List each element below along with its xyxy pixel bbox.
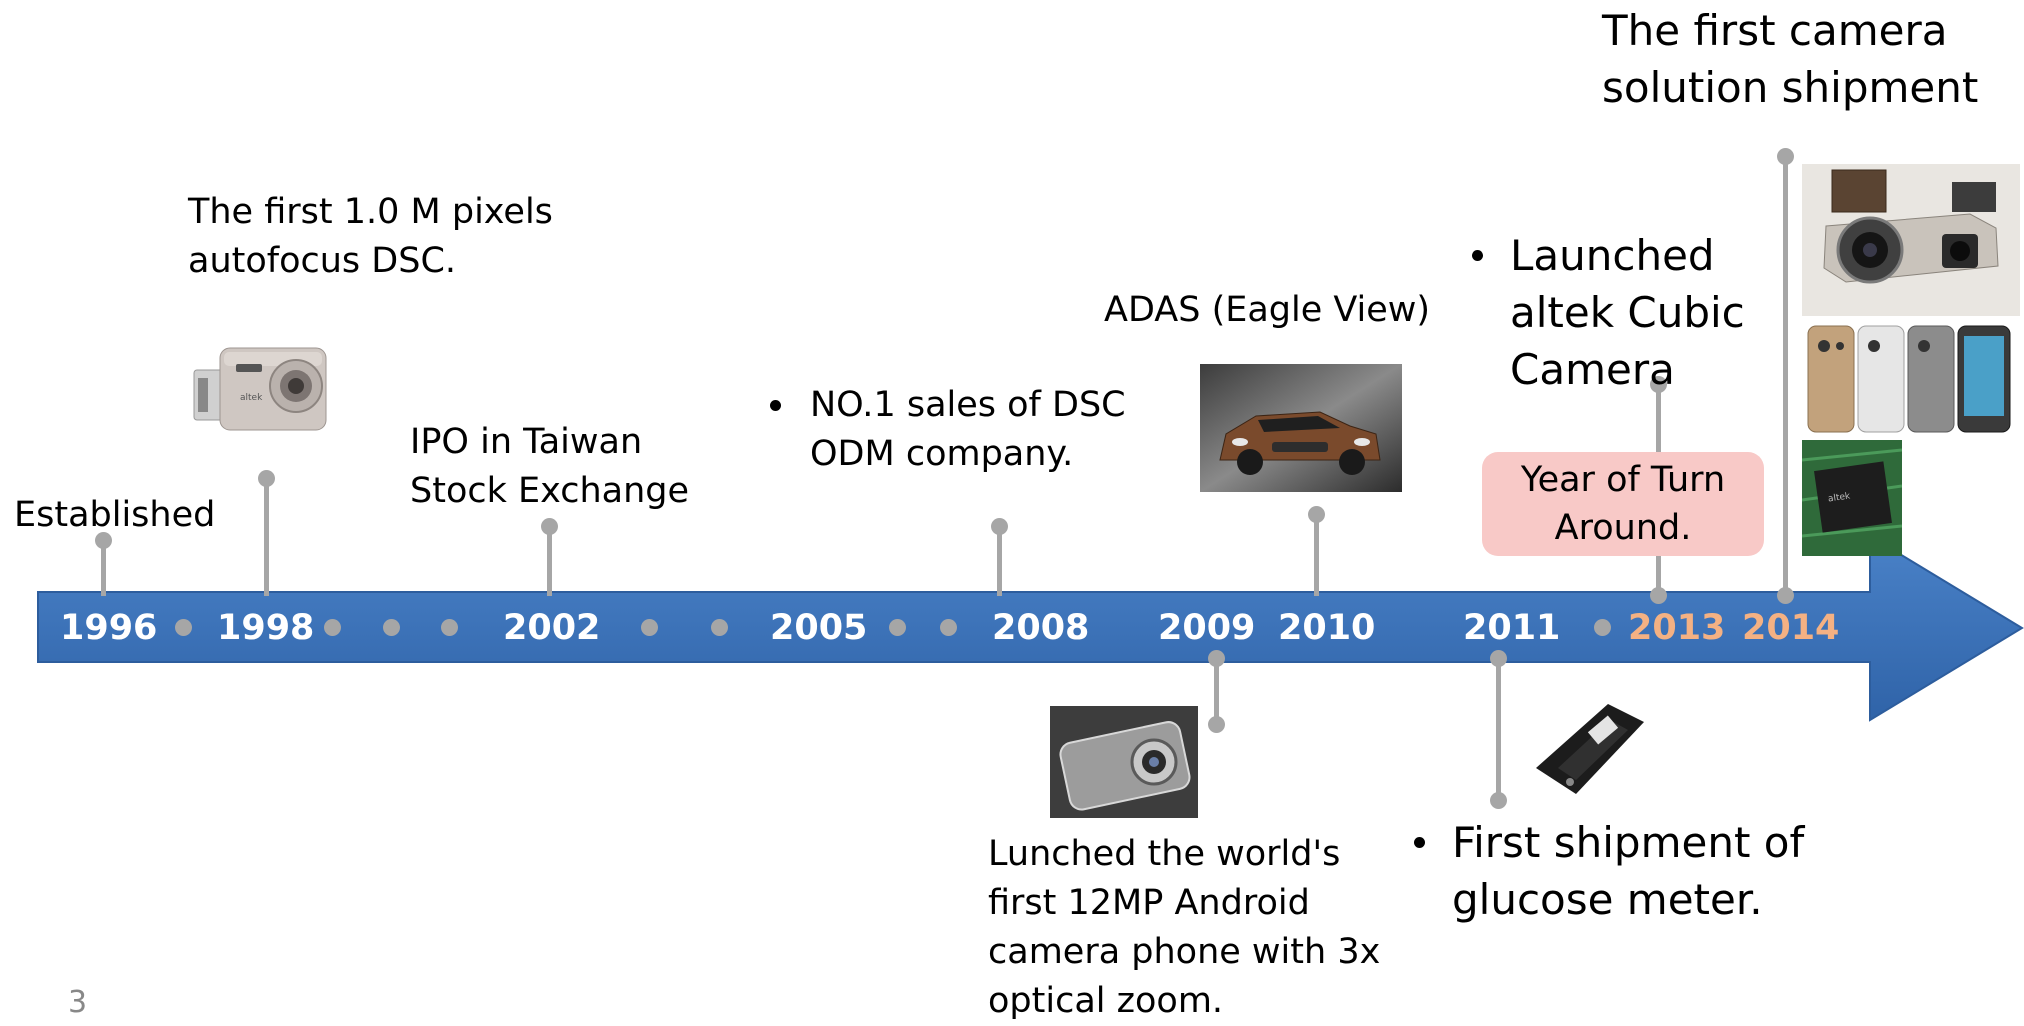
suv-car-image xyxy=(1200,364,1402,492)
event-2009-line1: Lunched the world's xyxy=(988,834,1341,874)
timeline-dot xyxy=(711,619,728,636)
event-2002-line2: Stock Exchange xyxy=(410,471,690,511)
year-2010: 2010 xyxy=(1278,608,1376,648)
event-2010: ADAS (Eagle View) xyxy=(1104,290,1431,330)
event-2008-line1: NO.1 sales of DSC xyxy=(810,385,1126,425)
stem-dot-2011 xyxy=(1490,792,1507,809)
event-2011-line1: First shipment of xyxy=(1452,818,1805,867)
stem-dot-2013 xyxy=(1650,376,1667,393)
timeline-dot xyxy=(641,619,658,636)
stem-dot-2008 xyxy=(991,518,1008,535)
event-2013-line3: Camera xyxy=(1510,345,1675,394)
stem-dot-1996 xyxy=(95,532,112,549)
svg-text:altek: altek xyxy=(1827,491,1851,504)
stem-dot-2010 xyxy=(1308,506,1325,523)
year-2008: 2008 xyxy=(992,608,1090,648)
timeline-dot xyxy=(324,619,341,636)
year-2014: 2014 xyxy=(1742,608,1840,648)
year-2011: 2011 xyxy=(1463,608,1561,648)
bullet xyxy=(1414,837,1425,848)
stem-2011 xyxy=(1496,658,1501,798)
stem-2008 xyxy=(997,526,1002,596)
smartphones-image xyxy=(1802,320,2020,438)
event-2009-line2: first 12MP Android xyxy=(988,883,1310,923)
turnaround-box: Year of Turn Around. xyxy=(1482,452,1764,556)
event-1998-line1: The first 1.0 M pixels xyxy=(188,192,553,232)
event-2009-line4: optical zoom. xyxy=(988,981,1224,1021)
stem-dot-2002 xyxy=(541,518,558,535)
bullet xyxy=(770,400,781,411)
stem-dot-2009 xyxy=(1208,716,1225,733)
page-number: 3 xyxy=(68,985,88,1020)
stem-dot-2014 xyxy=(1777,148,1794,165)
stem-dot-2011-base xyxy=(1490,650,1507,667)
year-2013: 2013 xyxy=(1628,608,1726,648)
camera-module-image xyxy=(1802,164,2020,316)
year-1998: 1998 xyxy=(217,608,315,648)
stem-2010 xyxy=(1314,514,1319,596)
timeline-dot xyxy=(889,619,906,636)
stem-dot-1998 xyxy=(258,470,275,487)
event-2013-line2: altek Cubic xyxy=(1510,288,1745,337)
event-1998-line2: autofocus DSC. xyxy=(188,241,457,281)
timeline-dot xyxy=(175,619,192,636)
camera-phone-image xyxy=(1050,706,1198,818)
chip-image: altek xyxy=(1802,440,1902,556)
year-2005: 2005 xyxy=(770,608,868,648)
bullet xyxy=(1472,250,1483,261)
event-2014-line1: The first camera xyxy=(1602,6,1948,55)
stem-dot-2014-base xyxy=(1777,587,1794,604)
stem-1996 xyxy=(101,540,106,596)
turnaround-line2: Around. xyxy=(1554,508,1692,548)
event-2002-line1: IPO in Taiwan xyxy=(410,422,643,462)
year-2002: 2002 xyxy=(503,608,601,648)
turnaround-line1: Year of Turn xyxy=(1520,460,1726,500)
timeline-dot xyxy=(940,619,957,636)
timeline-dot xyxy=(383,619,400,636)
svg-text:altek: altek xyxy=(240,393,263,403)
event-2013-line1: Launched xyxy=(1510,231,1715,280)
digital-camera-image: altek xyxy=(188,328,338,444)
stem-2014 xyxy=(1783,156,1788,596)
stem-dot-2013-base xyxy=(1650,587,1667,604)
timeline-dot xyxy=(441,619,458,636)
event-established: Established xyxy=(14,495,216,535)
event-2014-line2: solution shipment xyxy=(1602,63,1979,112)
stem-2002 xyxy=(547,526,552,596)
event-2011-line2: glucose meter. xyxy=(1452,875,1763,924)
stem-1998 xyxy=(264,478,269,596)
stem-2009 xyxy=(1214,658,1219,724)
year-2009: 2009 xyxy=(1158,608,1256,648)
year-1996: 1996 xyxy=(60,608,158,648)
event-2008-line2: ODM company. xyxy=(810,434,1074,474)
event-2009-line3: camera phone with 3x xyxy=(988,932,1381,972)
stem-dot-2009-base xyxy=(1208,650,1225,667)
timeline-dot xyxy=(1594,619,1611,636)
glucose-meter-image xyxy=(1518,694,1660,804)
